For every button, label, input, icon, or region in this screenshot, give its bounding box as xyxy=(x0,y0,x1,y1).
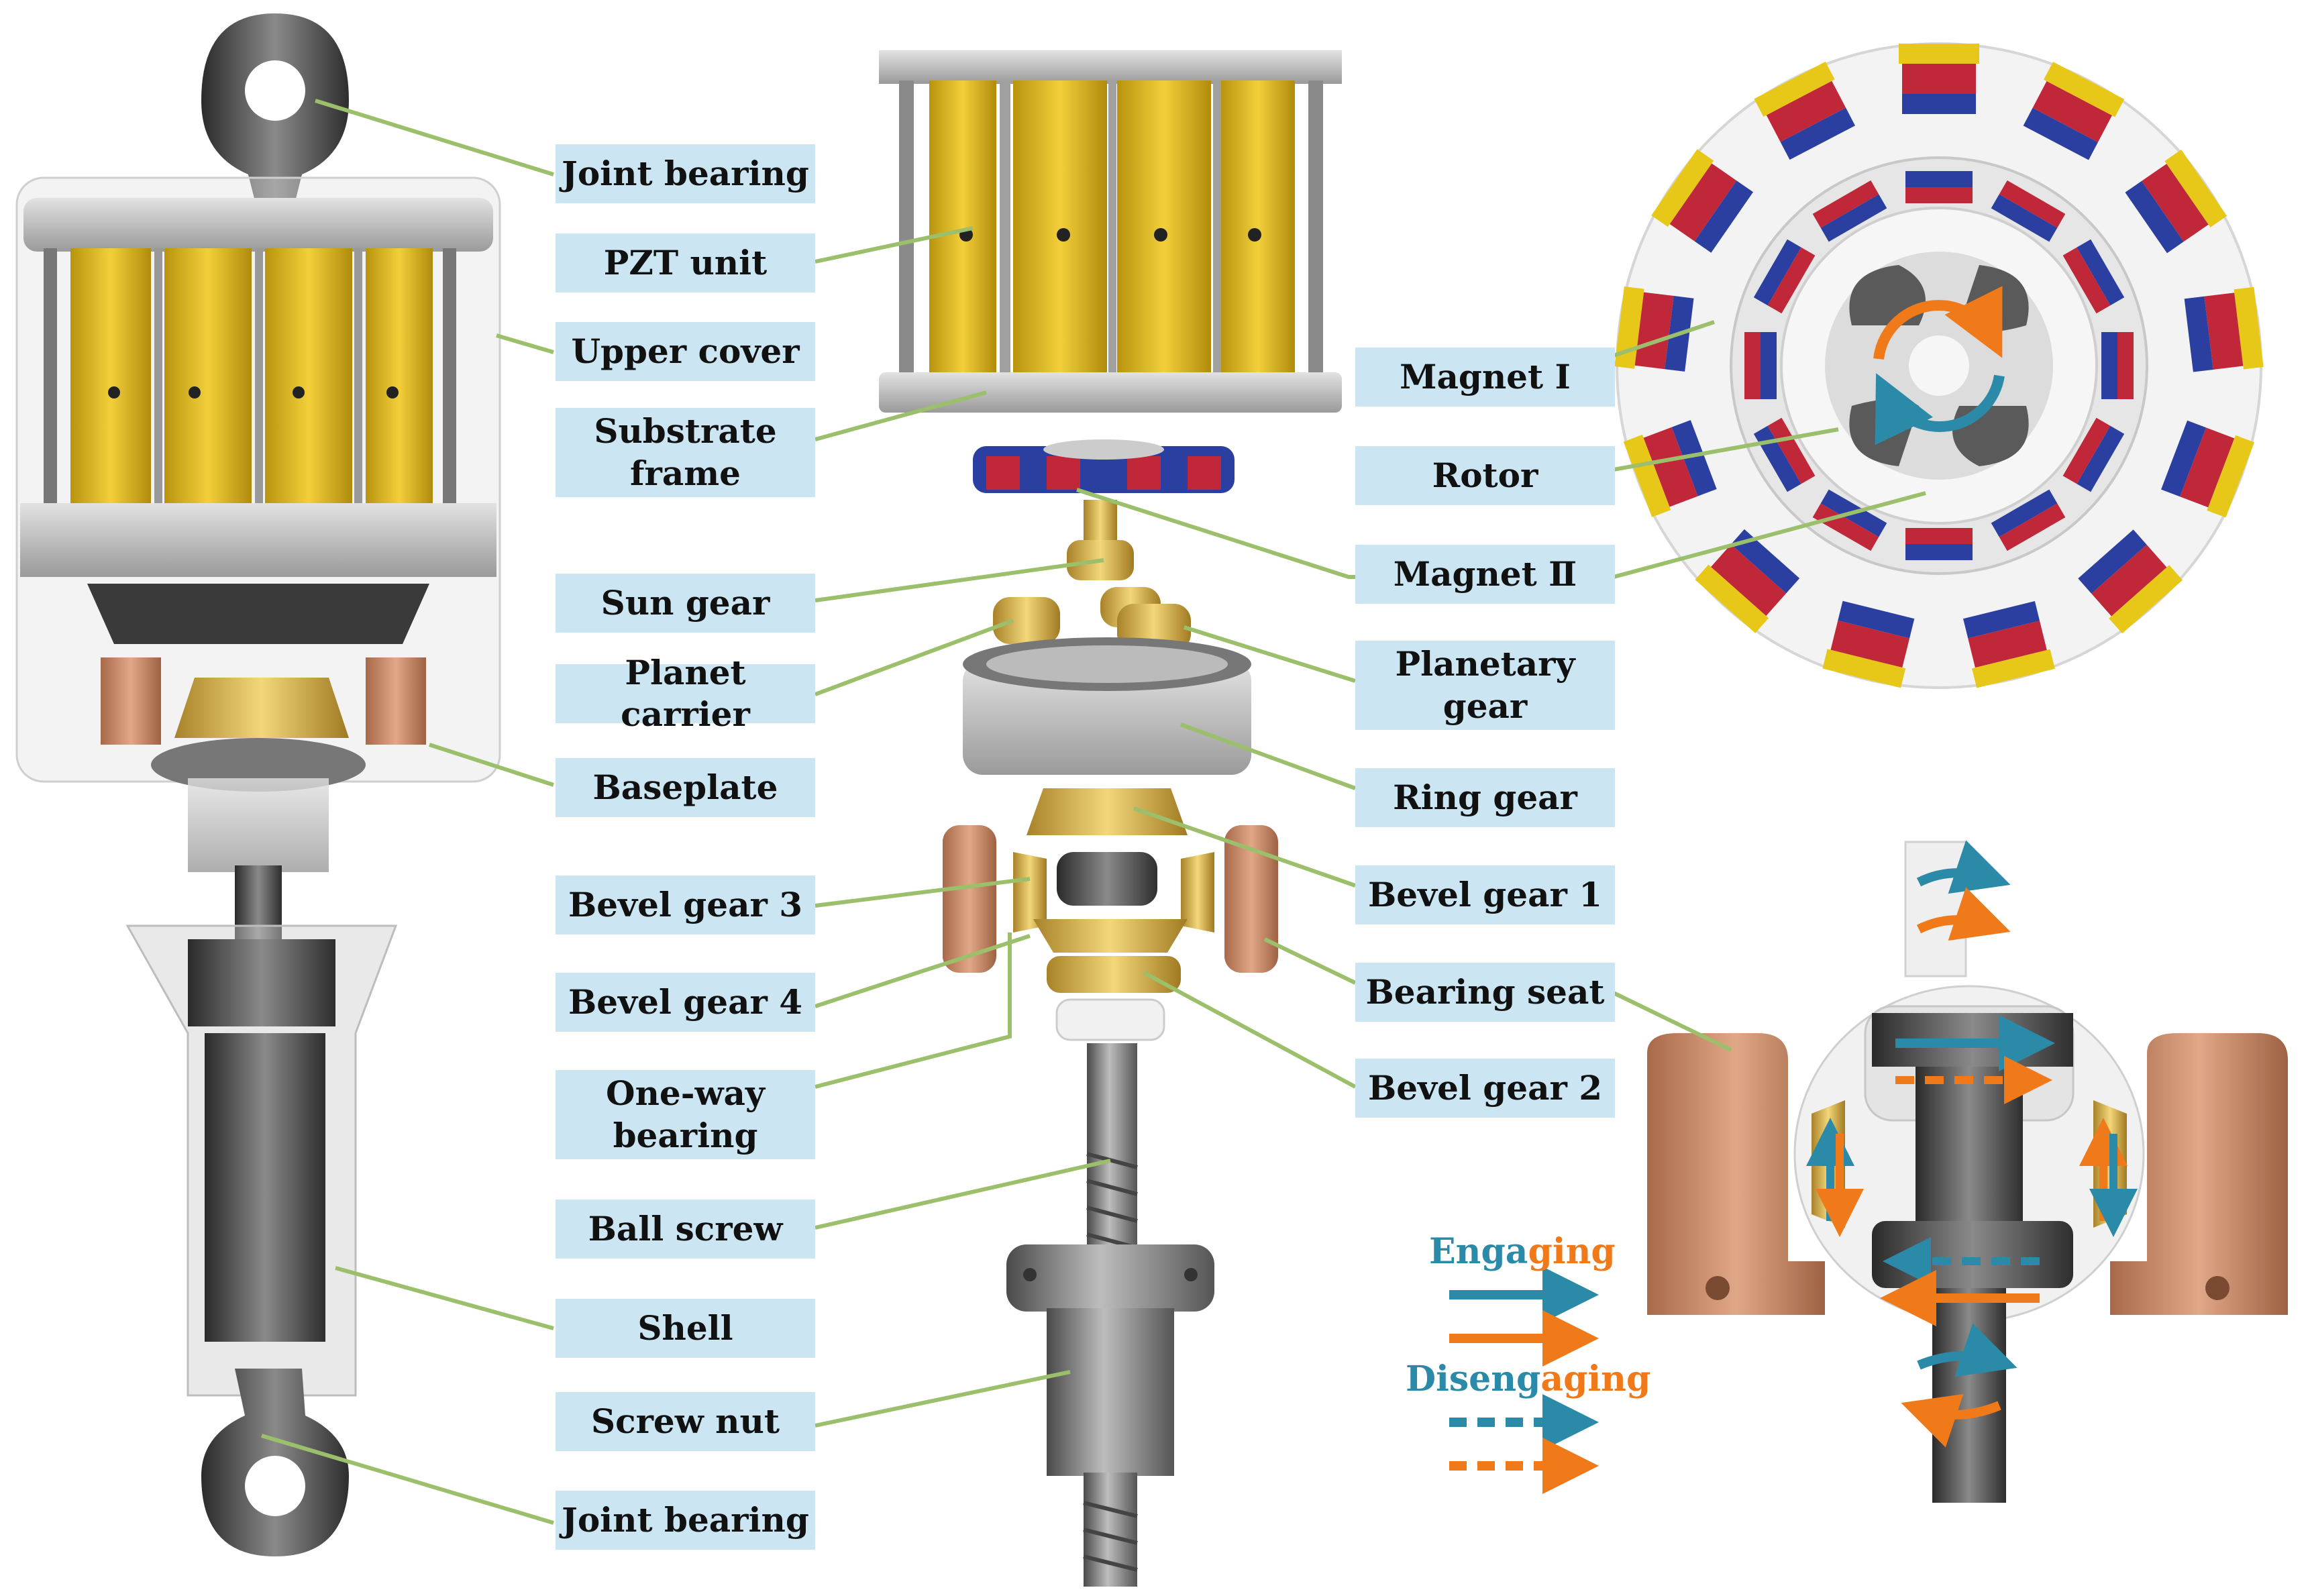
label-shell: Shell xyxy=(556,1299,815,1358)
label-bevel-gear-3: Bevel gear 3 xyxy=(556,875,815,935)
exploded-screw-nut xyxy=(1006,1244,1214,1476)
exploded-top-disc xyxy=(879,50,1342,84)
label-planet-carrier-text: Planet carrier xyxy=(621,652,750,735)
label-baseplate: Baseplate xyxy=(556,758,815,817)
exploded-one-way-bearing xyxy=(1055,998,1165,1041)
leader-lines xyxy=(261,99,1926,1525)
label-pzt-unit-text: PZT unit xyxy=(603,242,768,282)
label-magnet-1-text: Magnet Ⅰ xyxy=(1400,356,1571,396)
label-substrate-frame: Substrate frame xyxy=(556,408,815,497)
rotation-arrow-orange xyxy=(1873,286,2003,360)
exploded-rotor xyxy=(973,439,1235,493)
label-screw-nut: Screw nut xyxy=(556,1392,815,1451)
exploded-bevel-gear-4 xyxy=(1033,919,1188,953)
exploded-view xyxy=(879,50,1342,1587)
label-bevel-gear-3-text: Bevel gear 3 xyxy=(568,884,803,924)
label-one-way-bearing: One-way bearing xyxy=(556,1070,815,1159)
label-bevel-gear-1-text: Bevel gear 1 xyxy=(1367,874,1603,914)
label-joint-bearing-bottom-text: Joint bearing xyxy=(562,1499,809,1540)
legend-engaging-title: Engaging xyxy=(1429,1231,1616,1272)
label-screw-nut-text: Screw nut xyxy=(591,1401,780,1441)
exploded-ring-gear xyxy=(963,637,1251,775)
exploded-pzt-unit xyxy=(899,81,1323,376)
exploded-bevel-gear-1 xyxy=(1027,788,1188,835)
label-rotor-text: Rotor xyxy=(1432,455,1538,495)
label-bearing-seat: Bearing seat xyxy=(1355,963,1615,1022)
label-sun-gear: Sun gear xyxy=(556,574,815,633)
assembled-actuator xyxy=(15,13,501,1556)
legend-disengaging-title: Disengaging xyxy=(1406,1359,1650,1399)
top-disc xyxy=(23,198,493,252)
legend-disengaging-part-a: Diseng xyxy=(1406,1359,1541,1399)
label-one-way-bearing-text: One-way bearing xyxy=(606,1073,765,1155)
rotation-arrow-blue xyxy=(1875,373,2005,445)
outer-magnets xyxy=(1614,44,2264,688)
exploded-bevel-gear-2 xyxy=(1047,956,1181,993)
label-shell-text: Shell xyxy=(637,1308,733,1348)
left-substrate-frame xyxy=(20,503,496,577)
label-planetary-gear-text: Planetary gear xyxy=(1395,644,1575,726)
label-sun-gear-text: Sun gear xyxy=(600,582,770,623)
left-mechanism xyxy=(87,584,429,644)
label-bevel-gear-1: Bevel gear 1 xyxy=(1355,865,1615,924)
exploded-planet-gear-a xyxy=(993,597,1060,644)
label-ball-screw: Ball screw xyxy=(556,1200,815,1259)
label-pzt-unit: PZT unit xyxy=(556,233,815,292)
label-ball-screw-text: Ball screw xyxy=(588,1208,783,1248)
label-baseplate-text: Baseplate xyxy=(592,767,778,807)
label-bearing-seat-text: Bearing seat xyxy=(1365,971,1605,1012)
exploded-bearing-seat-right xyxy=(1224,825,1278,973)
exploded-substrate-frame xyxy=(879,372,1342,413)
label-ring-gear: Ring gear xyxy=(1355,768,1615,827)
label-bevel-gear-2: Bevel gear 2 xyxy=(1355,1059,1615,1118)
label-bevel-gear-4-text: Bevel gear 4 xyxy=(568,981,803,1022)
label-ring-gear-text: Ring gear xyxy=(1393,777,1577,817)
label-rotor: Rotor xyxy=(1355,446,1615,505)
label-joint-bearing-top-text: Joint bearing xyxy=(562,153,809,193)
magnet-top-view xyxy=(1614,42,2264,689)
legend-engaging-part-a: Enga xyxy=(1429,1231,1528,1272)
label-bevel-gear-2-text: Bevel gear 2 xyxy=(1367,1067,1603,1108)
clutch-detail xyxy=(1647,840,2288,1503)
label-upper-cover: Upper cover xyxy=(556,322,815,381)
left-bearing-seat-a xyxy=(101,657,161,745)
legend-engaging-part-b: ging xyxy=(1528,1231,1616,1272)
label-joint-bearing-bottom: Joint bearing xyxy=(556,1491,815,1550)
label-magnet-2: Magnet Ⅱ xyxy=(1355,545,1615,604)
legend-disengaging-part-b: aging xyxy=(1540,1359,1651,1399)
label-planet-carrier: Planet carrier xyxy=(556,653,815,734)
label-substrate-frame-text: Substrate frame xyxy=(594,411,777,493)
label-magnet-2-text: Magnet Ⅱ xyxy=(1393,553,1577,594)
left-pzt-plates xyxy=(44,248,456,503)
exploded-bearing-seat-left xyxy=(943,825,996,973)
label-joint-bearing-top: Joint bearing xyxy=(556,144,815,203)
exploded-bevel-gear-3 xyxy=(1013,852,1047,933)
joint-eye-hole xyxy=(245,60,305,121)
label-magnet-1: Magnet Ⅰ xyxy=(1355,348,1615,407)
detail-bearing-seat-right xyxy=(2110,1033,2288,1315)
label-upper-cover-text: Upper cover xyxy=(571,331,800,371)
legend-arrows xyxy=(1449,1267,1599,1494)
exploded-sun-gear xyxy=(1084,500,1117,547)
label-planetary-gear: Planetary gear xyxy=(1355,641,1615,730)
left-bevel-gear xyxy=(174,678,349,738)
left-bearing-seat-b xyxy=(366,657,426,745)
detail-bearing-seat-left xyxy=(1647,1033,1825,1315)
label-bevel-gear-4: Bevel gear 4 xyxy=(556,973,815,1032)
